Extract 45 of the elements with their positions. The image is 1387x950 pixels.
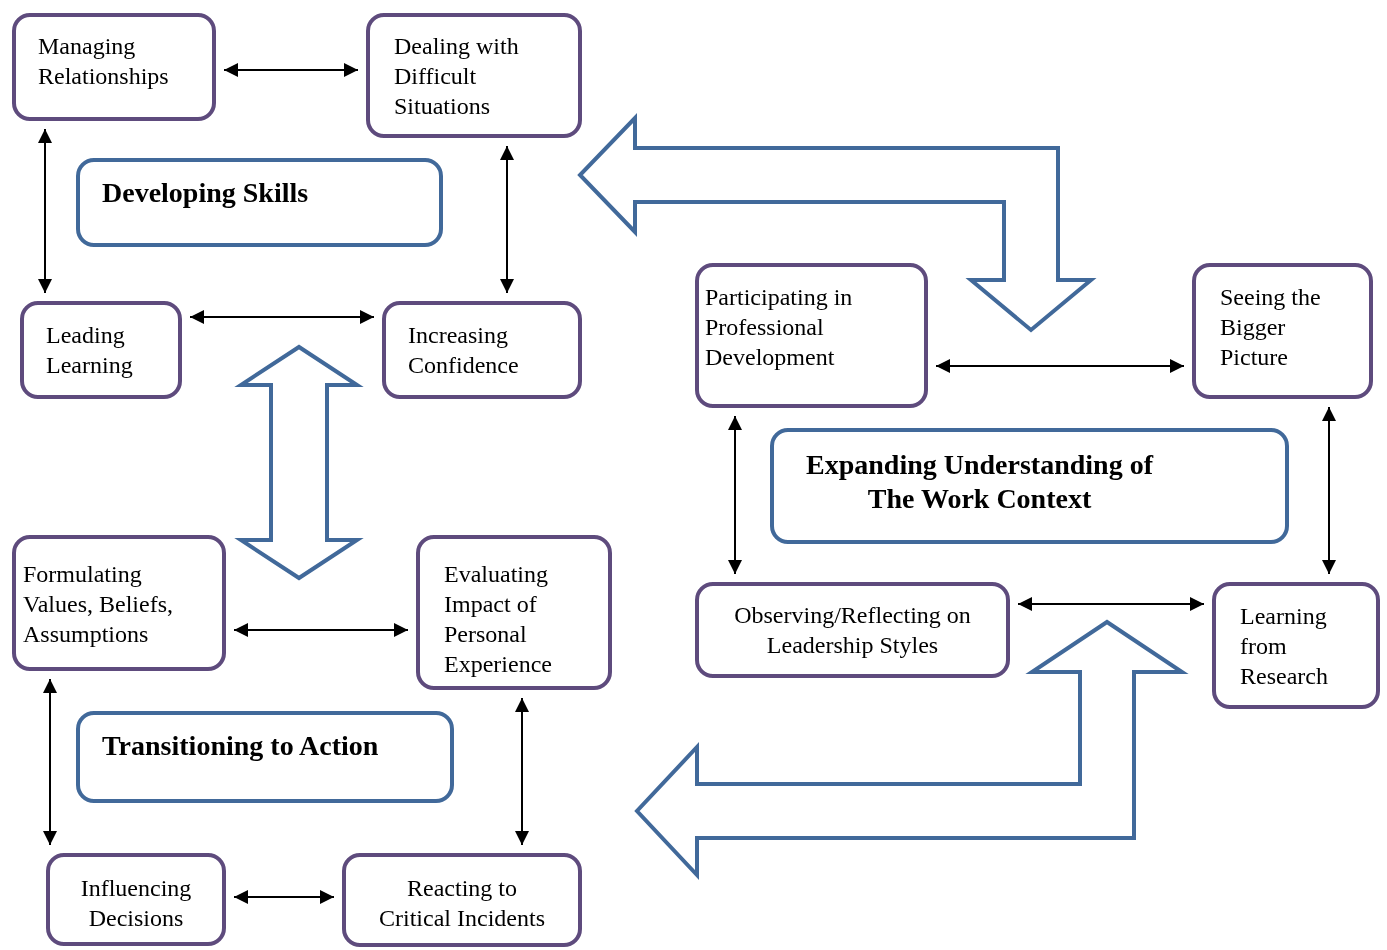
arrow — [1322, 406, 1336, 575]
block-arrow — [577, 113, 1097, 333]
heading-box — [76, 711, 454, 803]
box-text: Evaluating Impact of Personal Experience — [444, 560, 553, 679]
block-arrow — [634, 619, 1189, 881]
rounded-box — [1192, 263, 1373, 399]
arrow — [935, 359, 1185, 373]
rounded-box — [695, 582, 1010, 678]
rounded-box — [695, 263, 928, 408]
rounded-box — [46, 853, 226, 946]
block-arrow — [234, 344, 364, 581]
heading-box — [770, 428, 1289, 544]
arrow — [728, 415, 742, 575]
arrow — [515, 697, 529, 846]
heading-text: Expanding Understanding of The Work Context — [805, 448, 1155, 516]
rounded-box — [416, 535, 612, 690]
box-text: Leading Learning — [46, 321, 134, 380]
box-text: Seeing the Bigger Picture — [1220, 283, 1322, 372]
rounded-box — [12, 535, 226, 671]
box-text: Managing Relationships — [38, 32, 170, 91]
heading-text: Developing Skills — [102, 176, 310, 210]
rounded-box — [1212, 582, 1380, 709]
arrow — [233, 623, 409, 637]
rounded-box — [20, 301, 182, 399]
rounded-box — [342, 853, 582, 947]
heading-box — [76, 158, 443, 247]
arrow — [1017, 597, 1205, 611]
arrow — [43, 678, 57, 846]
arrow — [233, 890, 335, 904]
box-text: Formulating Values, Beliefs, Assumptions — [23, 560, 174, 649]
box-text: Participating in Professional Development — [705, 283, 854, 372]
box-text: Learning from Research — [1240, 602, 1329, 691]
arrow — [189, 310, 375, 324]
box-text: Influencing Decisions — [79, 874, 193, 933]
arrow — [500, 145, 514, 294]
rounded-box — [382, 301, 582, 399]
box-text: Dealing with Difficult Situations — [394, 32, 520, 121]
rounded-box — [366, 13, 582, 138]
box-text: Increasing Confidence — [408, 321, 520, 380]
rounded-box — [12, 13, 216, 121]
heading-text: Transitioning to Action — [102, 729, 380, 763]
box-text: Reacting to Critical Incidents — [378, 874, 546, 933]
arrow — [38, 128, 52, 294]
arrow — [223, 63, 359, 77]
box-text: Observing/Reflecting on Leadership Styles — [733, 601, 972, 660]
